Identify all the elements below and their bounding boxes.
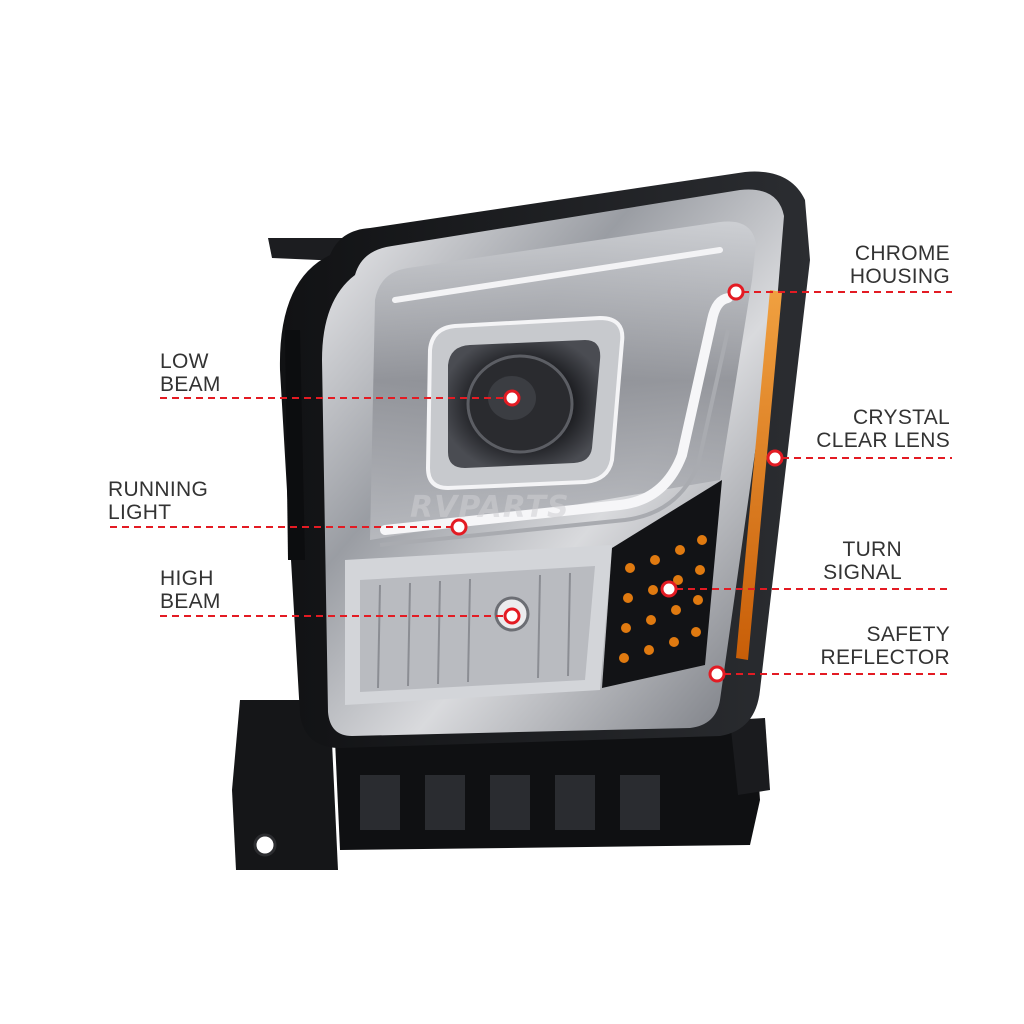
callout-dot-turn-signal bbox=[660, 580, 678, 598]
label-safety-reflector: SAFETY REFLECTOR bbox=[820, 623, 950, 669]
callout-dot-high-beam bbox=[503, 607, 521, 625]
watermark: RVPARTS bbox=[410, 490, 570, 525]
label-crystal-clear-lens: CRYSTAL CLEAR LENS bbox=[816, 406, 950, 452]
callout-dot-low-beam bbox=[503, 389, 521, 407]
mounting-bracket-bottom bbox=[232, 700, 338, 870]
callout-dot-running-light bbox=[450, 518, 468, 536]
label-turn-signal: TURN SIGNAL bbox=[823, 538, 902, 584]
label-low-beam: LOW BEAM bbox=[160, 350, 221, 396]
turn-signal-panel bbox=[602, 480, 722, 688]
label-running-light: RUNNING LIGHT bbox=[108, 478, 209, 524]
callout-dot-crystal-clear-lens bbox=[766, 449, 784, 467]
callout-dot-safety-reflector bbox=[708, 665, 726, 683]
label-high-beam: HIGH BEAM bbox=[160, 567, 221, 613]
amber-side-marker bbox=[736, 290, 782, 660]
turn-signal-leds bbox=[619, 535, 707, 663]
running-light-bar bbox=[380, 293, 733, 535]
callout-dot-chrome-housing bbox=[727, 283, 745, 301]
label-chrome-housing: CHROME HOUSING bbox=[849, 242, 950, 288]
mounting-hole bbox=[253, 833, 277, 857]
